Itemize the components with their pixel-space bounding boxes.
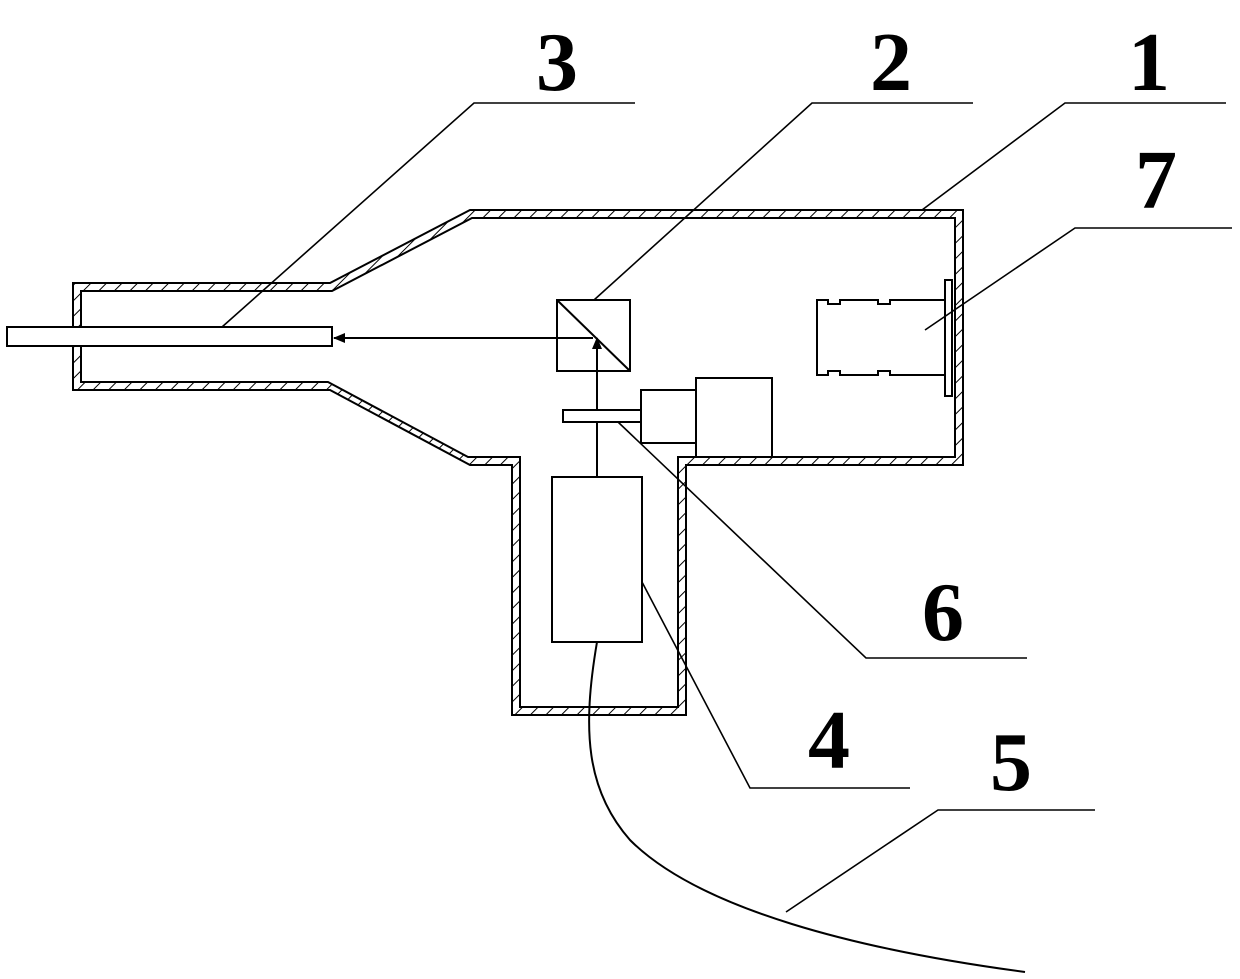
label-1: 1 bbox=[1128, 16, 1170, 109]
leader-lines bbox=[222, 103, 1232, 912]
cable bbox=[589, 642, 1025, 972]
beam-splitter bbox=[557, 300, 630, 371]
tube bbox=[7, 327, 332, 346]
label-3: 3 bbox=[536, 16, 578, 109]
housing-wall bbox=[73, 210, 963, 715]
label-7: 7 bbox=[1135, 134, 1177, 227]
light-source bbox=[552, 477, 642, 642]
label-6: 6 bbox=[922, 566, 964, 659]
label-5: 5 bbox=[990, 716, 1032, 809]
camera-module bbox=[817, 280, 952, 396]
label-2: 2 bbox=[870, 16, 912, 109]
label-4: 4 bbox=[808, 694, 850, 787]
shutter-assembly bbox=[563, 378, 772, 457]
